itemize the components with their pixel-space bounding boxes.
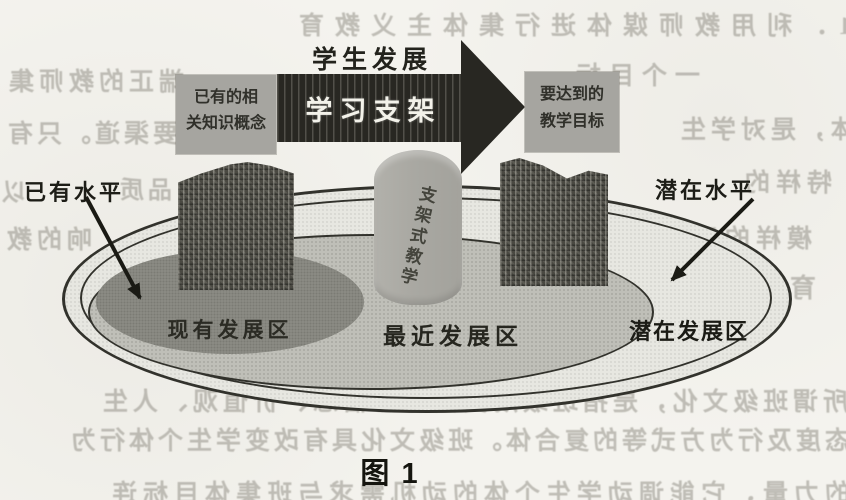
bleed-text-line: 响的教 xyxy=(2,227,93,254)
prior-knowledge-box: 已有的相 关知识概念 xyxy=(176,75,276,154)
potential-level-label: 潜在水平 xyxy=(655,178,756,203)
learning-scaffold-label: 学习支架 xyxy=(305,95,442,126)
student-development-title: 学生发展 xyxy=(312,46,433,74)
bleed-text-line: 态度及行为方式等的复合体。班级文化具有改变学生个体行为 xyxy=(66,428,846,455)
right-scaffold-pillar xyxy=(500,158,608,286)
bleed-text-line: 端正的教师集 xyxy=(4,69,185,96)
prior-knowledge-line2: 关知识概念 xyxy=(185,114,266,132)
teaching-goal-box: 要达到的 教学目标 xyxy=(525,72,619,152)
cylinder-label: 支架式教学 xyxy=(395,183,438,290)
bleed-text-line: 要渠道。只有 xyxy=(4,121,179,148)
bleed-text-line: 1．利用教师媒体进行集体主义教育 xyxy=(288,13,846,40)
bleed-text-line: 品质 xyxy=(116,178,172,204)
potential-development-zone-label: 潜在发展区 xyxy=(629,319,750,344)
bleed-text-line: 的力量，它能调动学生个体的动机需求与班集体目标连 xyxy=(105,481,846,500)
teaching-goal-line2: 教学目标 xyxy=(539,113,604,131)
bleed-text-line: 以 xyxy=(0,180,26,206)
figure-caption: 图 1 xyxy=(360,458,420,490)
current-development-zone-label: 现有发展区 xyxy=(167,319,293,342)
development-arrow-head-icon xyxy=(461,40,525,174)
bleed-text-line: 体，是对学生 xyxy=(675,117,846,144)
teaching-goal-line1: 要达到的 xyxy=(539,86,604,103)
left-scaffold-pillar xyxy=(178,162,294,290)
existing-level-label: 已有水平 xyxy=(24,180,125,205)
development-arrow: 学习支架 xyxy=(277,74,463,142)
prior-knowledge-line1: 已有的相 xyxy=(193,89,258,106)
scaffold-teaching-cylinder: 支架式教学 xyxy=(374,150,462,305)
proximal-development-zone-label: 最近发展区 xyxy=(383,323,523,349)
